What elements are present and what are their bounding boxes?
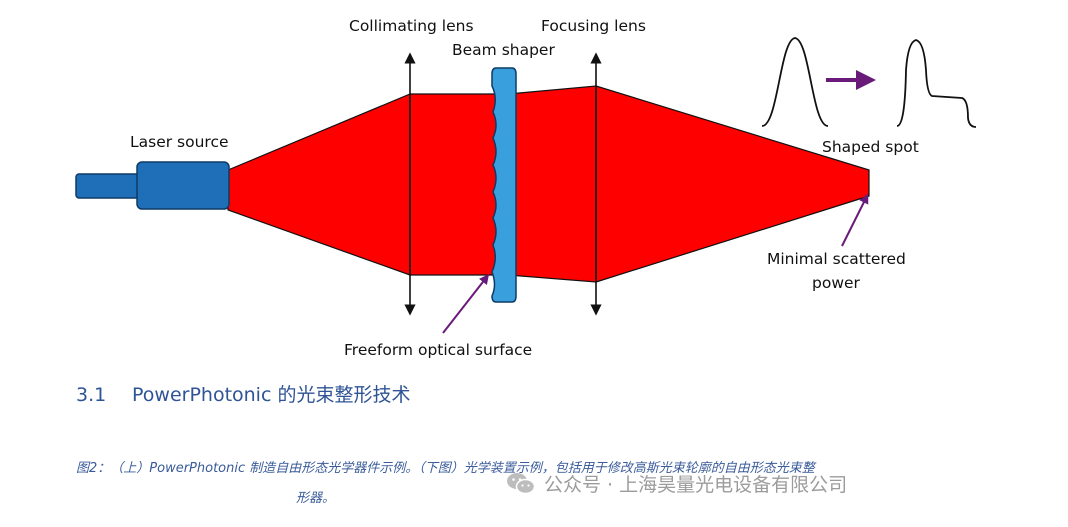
section-number: 3.1 (76, 384, 107, 406)
collimating-lens-label: Collimating lens (349, 17, 474, 35)
section-title: PowerPhotonic 的光束整形技术 (132, 384, 411, 406)
caption-line-1: 图2：（上）PowerPhotonic 制造自由形态光学器件示例。（下图）光学装… (76, 461, 815, 476)
caption-line-2: 形器。 (296, 491, 336, 506)
watermark-text: 公众号 · 上海昊量光电设备有限公司 (544, 474, 848, 496)
beam-shaping-diagram: Collimating lens Focusing lens Beam shap… (75, 17, 977, 359)
laser-source-label: Laser source (130, 133, 229, 151)
flat-top-profile (896, 39, 977, 128)
freeform-pointer-arrow (442, 274, 490, 334)
scattered-pointer-arrow (841, 193, 869, 247)
laser-source (75, 161, 230, 210)
gaussian-profile (761, 37, 829, 127)
beam-shaper-label: Beam shaper (452, 41, 555, 59)
shaped-spot-label: Shaped spot (822, 138, 919, 156)
figure-caption: 图2：（上）PowerPhotonic 制造自由形态光学器件示例。（下图）光学装… (76, 454, 1036, 514)
minimal-scattered-label: Minimal scattered (767, 250, 906, 268)
freeform-surface-label: Freeform optical surface (344, 341, 532, 359)
laser-beam (227, 85, 870, 283)
focusing-lens-label: Focusing lens (541, 17, 646, 35)
wechat-icon (507, 472, 536, 494)
beam-shaper (491, 67, 517, 303)
section-heading: 3.1 PowerPhotonic 的光束整形技术 (76, 380, 410, 407)
watermark: 公众号 · 上海昊量光电设备有限公司 (506, 470, 847, 497)
power-label: power (812, 274, 861, 292)
